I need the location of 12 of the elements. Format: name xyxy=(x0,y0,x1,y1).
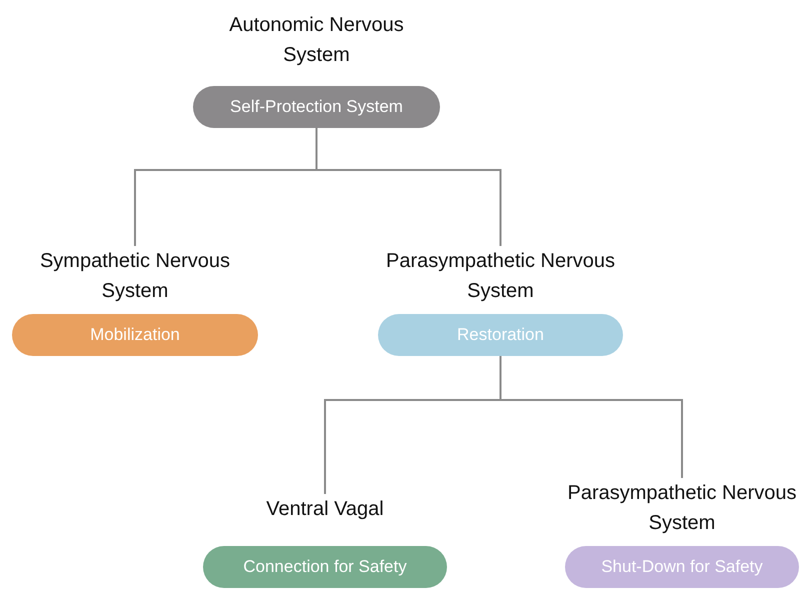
label-pill: Restoration xyxy=(378,314,623,356)
node-heading: Ventral Vagal xyxy=(265,497,385,522)
node-heading: Parasympathetic Nervous System xyxy=(566,481,798,536)
label-pill: Connection for Safety xyxy=(203,546,447,588)
connector-line xyxy=(316,128,502,246)
node-heading: Autonomic Nervous System xyxy=(228,13,405,68)
label-pill: Mobilization xyxy=(12,314,258,356)
node-heading: Sympathetic Nervous System xyxy=(38,249,232,304)
connector-line xyxy=(500,356,683,478)
label-pill: Self-Protection System xyxy=(193,86,440,128)
label-pill: Shut-Down for Safety xyxy=(565,546,799,588)
node-heading: Parasympathetic Nervous System xyxy=(385,249,616,304)
